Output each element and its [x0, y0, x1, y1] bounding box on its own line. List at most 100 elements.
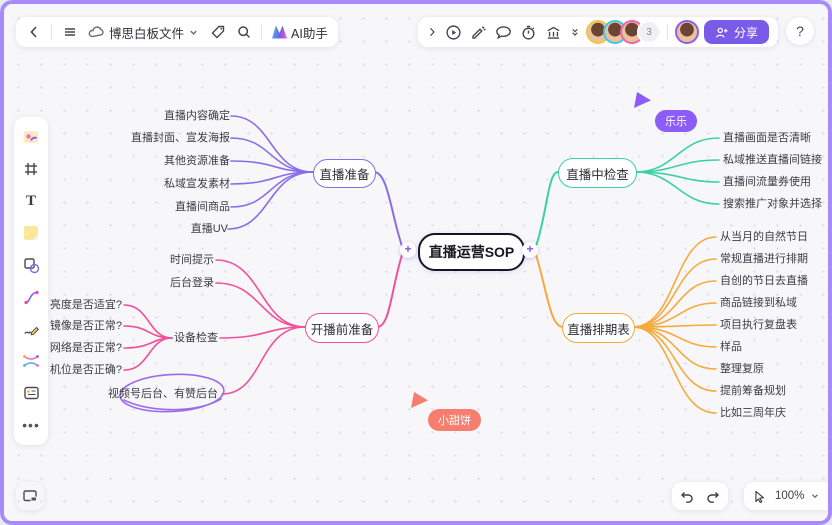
- mindmap-topic[interactable]: 私域宣发素材: [164, 178, 230, 190]
- mindmap-icon: [23, 355, 39, 367]
- mindmap-topic[interactable]: 直播封面、宣发海报: [131, 132, 230, 144]
- share-button[interactable]: 分享: [703, 20, 769, 44]
- more-icon: •••: [22, 417, 40, 433]
- doc-title-button[interactable]: 博思白板文件: [83, 19, 204, 45]
- mindmap-topic[interactable]: 亮度是否适宜?: [49, 299, 122, 311]
- text-tool[interactable]: T: [18, 189, 44, 213]
- card-icon: [23, 386, 39, 400]
- tag-button[interactable]: [205, 19, 230, 45]
- frame-tool[interactable]: [18, 157, 44, 181]
- select-cursor-button[interactable]: [749, 483, 769, 509]
- connector-tool[interactable]: [18, 285, 44, 309]
- pen-icon: [23, 326, 39, 335]
- frames-panel-button[interactable]: [16, 482, 44, 510]
- sticky-note-icon: [24, 226, 38, 240]
- mindmap-topic[interactable]: 常规直播进行排期: [720, 253, 808, 265]
- mindmap-topic[interactable]: 搜索推广对象并选择: [723, 198, 822, 210]
- divider: [666, 24, 668, 40]
- collaborator-name-badge: 乐乐: [655, 110, 697, 132]
- ai-assistant-label: AI助手: [291, 26, 328, 41]
- add-node-button-left[interactable]: +: [400, 242, 416, 258]
- mindmap-topic[interactable]: 网络是否正常?: [49, 342, 122, 354]
- mindmap-topic[interactable]: 项目执行复盘表: [720, 319, 797, 331]
- tool-palette: T •••: [14, 117, 48, 445]
- back-button[interactable]: [21, 19, 46, 45]
- shapes-tool[interactable]: [18, 253, 44, 277]
- mindmap-topic[interactable]: 自创的节日去直播: [720, 275, 808, 287]
- mindmap-topic[interactable]: 私域推送直播间链接: [723, 154, 822, 166]
- undo-button[interactable]: [675, 483, 700, 509]
- more-tools-button[interactable]: •••: [18, 413, 44, 437]
- comment-button[interactable]: [491, 19, 516, 45]
- branch-node-mid-check[interactable]: 直播中检查: [558, 158, 637, 188]
- mindmap-topic[interactable]: 其他资源准备: [164, 155, 230, 167]
- current-user-avatar[interactable]: [674, 20, 699, 44]
- mindmap-topic[interactable]: 提前筹备规划: [720, 385, 786, 397]
- mindmap-topic[interactable]: 直播间流量券使用: [723, 176, 811, 188]
- mindmap-topic-highlighted[interactable]: 视频号后台、有赞后台: [108, 388, 218, 400]
- avatar-overflow-count[interactable]: 3: [636, 20, 661, 44]
- collaborator-avatars[interactable]: 3: [585, 20, 661, 44]
- divider: [261, 24, 263, 40]
- timer-button[interactable]: [516, 19, 541, 45]
- pen-tool[interactable]: [18, 317, 44, 341]
- mindmap-topic[interactable]: 整理复原: [720, 363, 764, 375]
- share-label: 分享: [733, 25, 758, 40]
- shapes-icon: [23, 257, 39, 273]
- cloud-sync-icon: [88, 25, 104, 37]
- mindmap-topic[interactable]: 直播间商品: [175, 201, 230, 213]
- add-node-button-right[interactable]: +: [522, 242, 538, 258]
- mindmap-topic[interactable]: 样品: [720, 341, 742, 353]
- search-icon: [237, 26, 250, 38]
- mindmap-center-node[interactable]: 直播运营SOP: [418, 233, 525, 271]
- present-play-button[interactable]: [441, 19, 466, 45]
- mindmap-topic[interactable]: 直播画面是否清晰: [723, 132, 811, 144]
- mindmap-topic[interactable]: 设备检查: [174, 332, 218, 344]
- mindmap-tool[interactable]: [18, 349, 44, 373]
- collab-toolbar: 3 分享: [417, 17, 778, 47]
- branch-node-live-prep[interactable]: 直播准备: [313, 159, 376, 188]
- zoom-level-button[interactable]: 100%: [771, 483, 822, 509]
- mindmap-topic[interactable]: 比如三周年庆: [720, 407, 786, 419]
- templates-tool[interactable]: [18, 125, 44, 149]
- undo-icon: [681, 491, 693, 503]
- expand-toolbar-button[interactable]: [423, 19, 441, 45]
- tag-icon: [211, 25, 224, 39]
- search-button[interactable]: [231, 19, 256, 45]
- text-icon: T: [25, 192, 36, 209]
- ai-assistant-button[interactable]: AI助手: [267, 19, 333, 45]
- mindmap-topic[interactable]: 直播UV: [190, 223, 228, 235]
- redo-button[interactable]: [700, 483, 725, 509]
- help-button[interactable]: ?: [786, 17, 814, 45]
- mindmap-topic[interactable]: 直播内容确定: [164, 110, 230, 122]
- doc-toolbar: 博思白板文件 AI助手: [16, 17, 338, 47]
- collapse-tools-button[interactable]: [566, 19, 584, 45]
- laser-pointer-icon: [472, 25, 486, 39]
- hamburger-icon: [64, 28, 75, 36]
- template-center-button[interactable]: [541, 19, 566, 45]
- branch-node-pre-broadcast[interactable]: 开播前准备: [305, 313, 379, 343]
- person-plus-icon: [715, 27, 728, 38]
- timer-icon: [522, 25, 535, 40]
- templates-icon: [23, 131, 39, 143]
- frames-icon: [22, 490, 37, 502]
- connector-icon: [23, 290, 39, 304]
- laser-pointer-button[interactable]: [466, 19, 491, 45]
- main-menu-button[interactable]: [57, 19, 82, 45]
- minimap-button[interactable]: [824, 483, 832, 509]
- mindmap-topic[interactable]: 镜像是否正常?: [49, 320, 122, 332]
- mindmap-topic[interactable]: 时间提示: [170, 254, 214, 266]
- mindmap-topic[interactable]: 商品链接到私域: [720, 297, 797, 309]
- branch-node-schedule[interactable]: 直播排期表: [562, 313, 635, 343]
- view-controls: 100%: [744, 482, 832, 510]
- mindmap-topic[interactable]: 后台登录: [170, 277, 214, 289]
- mindmap-topic[interactable]: 从当月的自然节日: [720, 231, 808, 243]
- card-tool[interactable]: [18, 381, 44, 405]
- help-icon: ?: [796, 23, 804, 39]
- mindmap-topic[interactable]: 机位是否正确?: [49, 364, 122, 376]
- collaborator-name-badge: 小甜饼: [428, 409, 481, 431]
- sticky-note-tool[interactable]: [18, 221, 44, 245]
- divider: [51, 24, 52, 40]
